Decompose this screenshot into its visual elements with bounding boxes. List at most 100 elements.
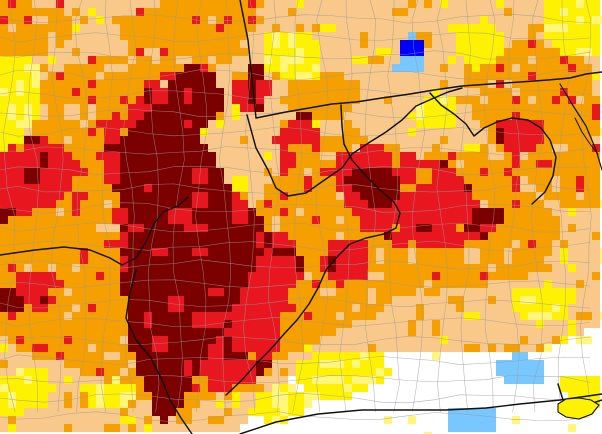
map-cell-orange (544, 96, 553, 105)
map-cell-light-orange (392, 304, 401, 313)
map-cell-red (8, 264, 17, 273)
map-cell-light-orange (248, 152, 257, 161)
map-cell-light-orange (416, 320, 425, 329)
map-cell-light-orange (416, 144, 425, 153)
map-cell-white (504, 400, 513, 409)
map-cell-red (528, 72, 537, 81)
map-cell-red (8, 192, 17, 201)
map-cell-light-orange (112, 352, 121, 361)
map-cell-red (336, 240, 345, 249)
map-cell-light-orange (256, 176, 265, 185)
map-cell-light-orange (240, 40, 249, 49)
map-cell-dark-red (176, 72, 185, 81)
map-cell-dark-red (264, 240, 273, 249)
map-cell-dark-red (224, 288, 233, 297)
map-cell-orange (72, 176, 81, 185)
map-cell-light-orange (504, 32, 513, 41)
map-cell-yellow (8, 80, 17, 89)
map-cell-red (312, 216, 321, 225)
map-cell-red (240, 296, 249, 305)
map-cell-orange (352, 232, 361, 241)
map-cell-dark-red (120, 288, 129, 297)
map-cell-orange (224, 8, 233, 17)
map-cell-light-orange (280, 376, 289, 385)
map-cell-white (368, 392, 377, 401)
map-cell-light-orange (256, 376, 265, 385)
map-cell-light-orange (264, 0, 273, 9)
map-cell-orange (72, 128, 81, 137)
map-cell-orange (264, 224, 273, 233)
map-cell-orange (392, 8, 401, 17)
map-cell-red (560, 88, 569, 97)
map-cell-dark-red (256, 216, 265, 225)
map-cell-orange (568, 184, 577, 193)
map-cell-orange (88, 152, 97, 161)
map-cell-light-orange (80, 416, 89, 425)
map-cell-orange (344, 104, 353, 113)
map-cell-light-orange (488, 144, 497, 153)
map-cell-orange (496, 224, 505, 233)
map-cell-orange (344, 224, 353, 233)
map-cell-orange (544, 112, 553, 121)
map-cell-orange (512, 224, 521, 233)
map-cell-red (200, 176, 209, 185)
map-cell-yellow (376, 360, 385, 369)
map-cell-white (304, 424, 313, 433)
map-cell-light-orange (136, 416, 145, 425)
map-cell-light-orange (384, 136, 393, 145)
map-cell-yellow (16, 384, 25, 393)
map-cell-dark-red (152, 184, 161, 193)
map-cell-orange (192, 24, 201, 33)
map-cell-dark-red (144, 112, 153, 121)
map-cell-light-orange (216, 424, 225, 433)
map-cell-light-orange (408, 336, 417, 345)
map-cell-red (224, 368, 233, 377)
map-cell-orange (352, 288, 361, 297)
map-cell-light-orange (144, 408, 153, 417)
map-cell-red (248, 272, 257, 281)
map-cell-orange (112, 320, 121, 329)
map-cell-light-orange (440, 40, 449, 49)
map-cell-light-orange (96, 72, 105, 81)
map-cell-orange (584, 176, 593, 185)
map-cell-orange (560, 80, 569, 89)
map-cell-yellow (280, 384, 289, 393)
map-cell-orange (512, 256, 521, 265)
map-cell-orange (496, 104, 505, 113)
county-boundary (387, 0, 400, 413)
map-cell-orange (552, 88, 561, 97)
map-cell-white (8, 432, 17, 434)
map-cell-light-orange (480, 344, 489, 353)
map-cell-red (48, 152, 57, 161)
map-cell-orange (312, 272, 321, 281)
map-cell-dark-red (168, 408, 177, 417)
map-cell-orange (144, 16, 153, 25)
map-cell-yellow (0, 128, 9, 137)
map-cell-orange (120, 320, 129, 329)
map-cell-dark-red (120, 280, 129, 289)
map-cell-light-orange (208, 16, 217, 25)
map-cell-orange (56, 200, 65, 209)
map-cell-orange (328, 328, 337, 337)
map-cell-orange (168, 0, 177, 9)
county-boundary (243, 0, 255, 413)
map-cell-yellow (8, 64, 17, 73)
map-cell-white (456, 384, 465, 393)
map-cell-light-orange (320, 48, 329, 57)
map-cell-white (152, 432, 161, 434)
map-cell-light-orange (496, 328, 505, 337)
map-cell-red (64, 336, 73, 345)
map-cell-red (496, 80, 505, 89)
map-cell-light-orange (304, 168, 313, 177)
map-cell-orange (24, 312, 33, 321)
map-cell-white (48, 432, 57, 434)
map-cell-dark-red (248, 240, 257, 249)
map-cell-orange (152, 64, 161, 73)
map-cell-white (552, 416, 561, 425)
map-cell-light-orange (288, 0, 297, 9)
map-cell-yellow (552, 8, 561, 17)
map-cell-orange (496, 96, 505, 105)
map-cell-pale-yellow (304, 400, 313, 409)
map-cell-orange (576, 160, 585, 169)
map-cell-light-orange (72, 384, 81, 393)
